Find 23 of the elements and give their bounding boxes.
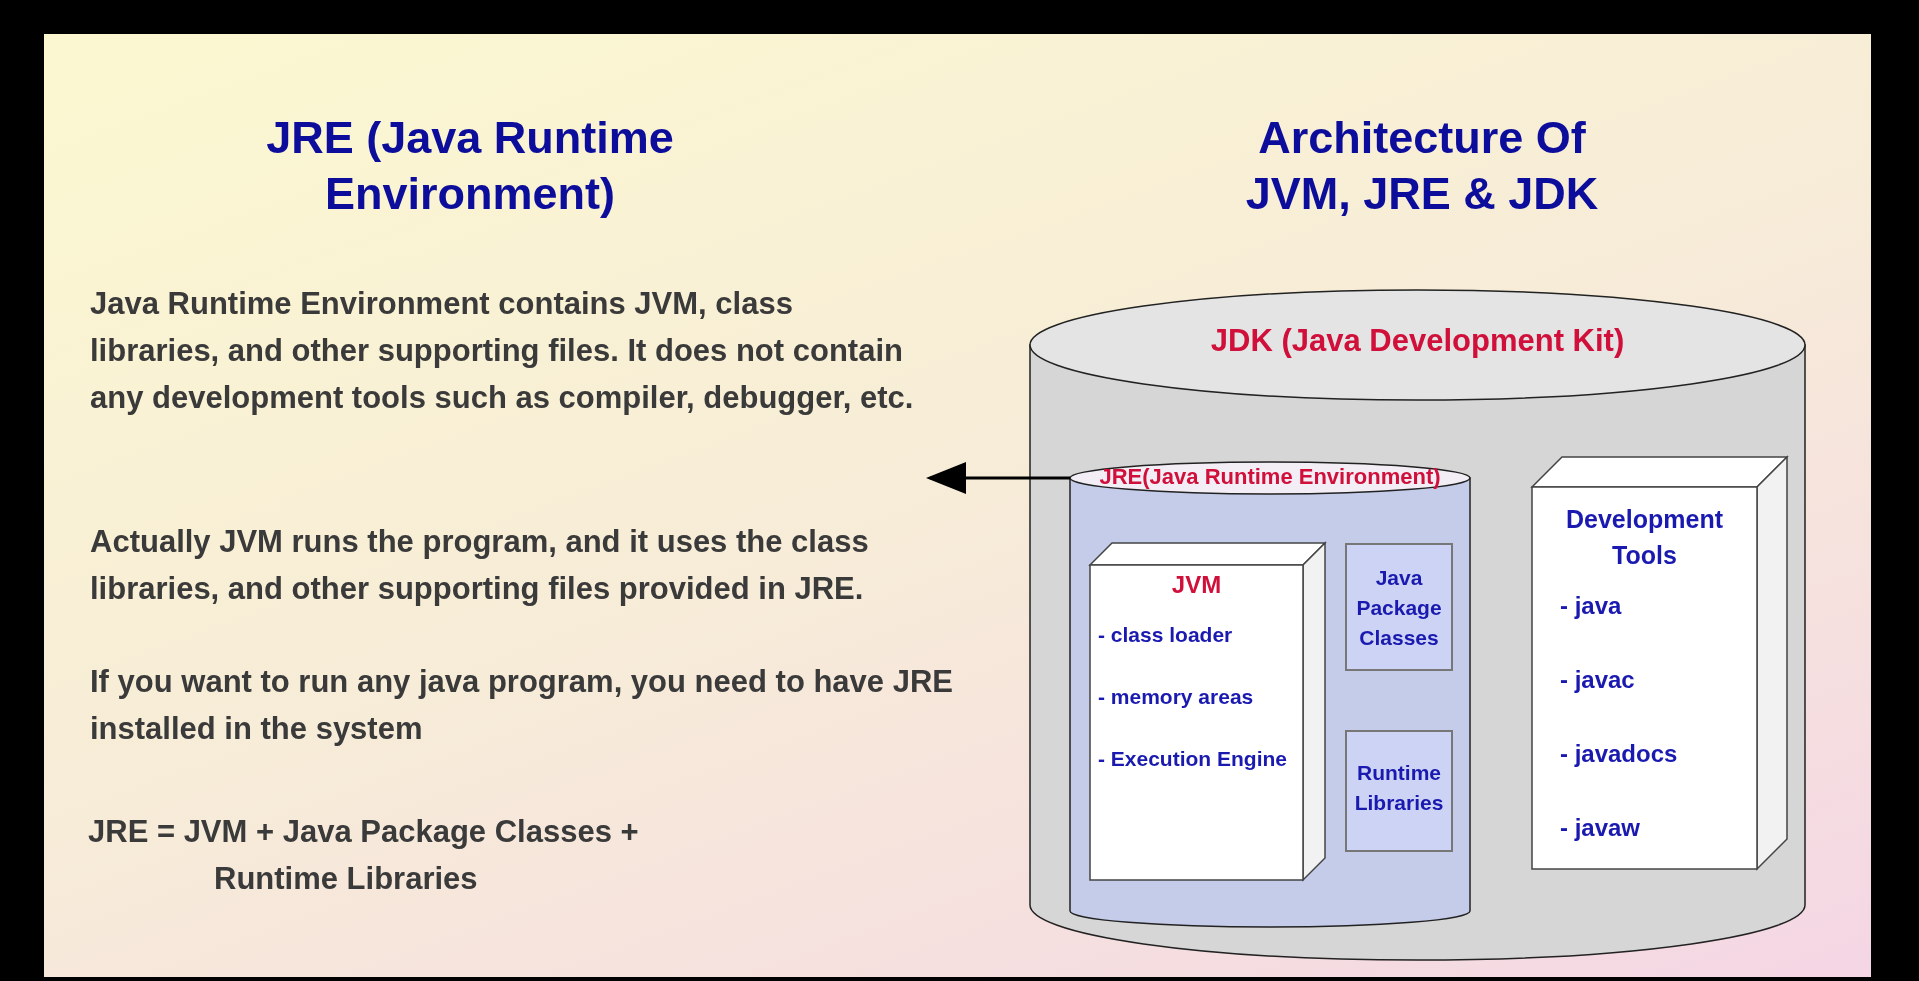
heading: Architecture Of JVM, JRE & JDK: [1244, 111, 1600, 221]
list-item: - javac: [1560, 666, 1636, 694]
list-item: - class loader: [1098, 622, 1234, 648]
box-label: Runtime Libraries: [1353, 760, 1445, 816]
heading: JRE (Java Runtime Environment): [265, 111, 675, 221]
formula-text: JRE = JVM + Java Package Classes +: [88, 813, 640, 851]
block-title: Development Tools: [1565, 504, 1724, 571]
list-item: - javaw: [1560, 814, 1642, 842]
paragraph: If you want to run any java program, you need to have JRE installed in the system: [90, 663, 954, 748]
cylinder-label: JDK (Java Development Kit): [1209, 323, 1626, 359]
list-item: - javadocs: [1560, 740, 1679, 768]
cylinder-label: JRE(Java Runtime Environment): [1098, 464, 1442, 490]
arrow: [926, 462, 1070, 494]
list-item: - memory areas: [1098, 684, 1255, 710]
box: [1345, 543, 1453, 671]
list-item: - java: [1560, 592, 1623, 620]
list-item: - Execution Engine: [1098, 746, 1289, 772]
paragraph: Actually JVM runs the program, and it uses the class libraries, and other supporting files provided in JRE.: [90, 523, 870, 608]
paragraph: Java Runtime Environment contains JVM, class libraries, and other supporting files. It does not contain any development tools such as compiler, debugger, etc.: [90, 280, 930, 480]
block-title: JVM: [1170, 571, 1223, 599]
box-label: Java Package Classes: [1355, 565, 1443, 651]
box: [1345, 730, 1453, 852]
formula-text: Runtime Libraries: [214, 860, 479, 898]
